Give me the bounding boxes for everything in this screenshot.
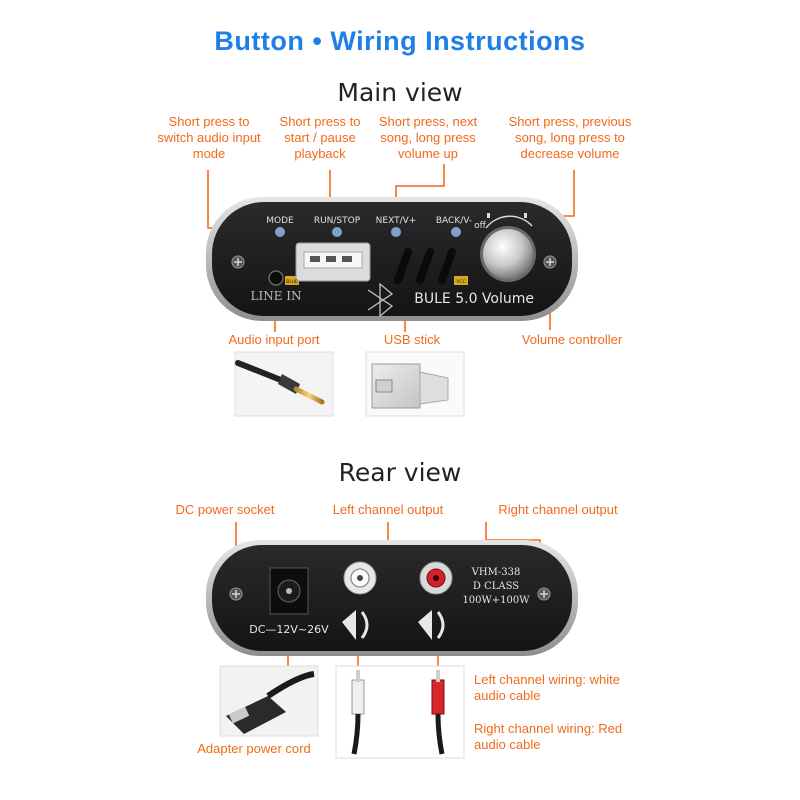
label-next: NEXT/V+ — [376, 216, 417, 226]
callout-volume: Volume controller — [521, 332, 623, 347]
callout-adapter: Adapter power cord — [197, 741, 311, 756]
back-button — [451, 227, 461, 237]
main-view-heading: Main view — [337, 78, 463, 107]
audio-cable-photo — [234, 351, 334, 417]
vcc-tag — [454, 276, 468, 285]
vent-slots — [394, 248, 456, 284]
mode-button — [275, 227, 285, 237]
callout-next: Short press, next song, long press volum… — [378, 114, 478, 161]
label-run-stop: RUN/STOP — [314, 216, 361, 226]
callout-back: Short press, previous song, long press t… — [508, 114, 632, 161]
label-back: BACK/V- — [436, 216, 472, 226]
label-off: off — [474, 221, 487, 231]
blue-tag — [285, 276, 299, 285]
run-stop-button — [332, 227, 342, 237]
callout-usb: USB stick — [383, 332, 441, 347]
speaker-icon — [418, 610, 445, 640]
label-power: 100W+100W — [462, 595, 530, 606]
label-brand: BULE 5.0 Volume — [414, 291, 534, 307]
label-line-in: LINE IN — [250, 289, 301, 303]
callout-dc-socket: DC power socket — [175, 502, 275, 517]
label-class: D CLASS — [473, 581, 519, 592]
callout-left-out: Left channel output — [332, 502, 444, 517]
callout-audio-input: Audio input port — [228, 332, 320, 347]
callout-right-wiring: Right channel wiring: Red audio cable — [474, 721, 623, 752]
page-title: Button • Wiring Instructions — [214, 26, 586, 56]
rear-device — [206, 540, 578, 656]
speaker-icon — [342, 610, 369, 640]
label-vcc-tag: VCC — [456, 279, 465, 285]
adapter-cord-photo — [219, 665, 319, 737]
callout-right-out: Right channel output — [498, 502, 618, 517]
line-in-jack — [268, 270, 284, 286]
bluetooth-icon — [367, 282, 394, 318]
usb-stick-photo — [365, 351, 465, 417]
label-mode: MODE — [266, 216, 294, 226]
callout-run-stop: Short press to start / pause playback — [279, 114, 361, 161]
rca-cables-photo — [335, 665, 465, 759]
main-device — [206, 197, 578, 321]
label-blue-tag: BLUE — [286, 279, 298, 285]
next-button — [391, 227, 401, 237]
label-dc-range: DC—12V~26V — [249, 623, 329, 636]
callout-left-wiring: Left channel wiring: white audio cable — [474, 672, 620, 703]
label-model: VHM-338 — [471, 567, 521, 578]
callout-mode: Short press to switch audio input mode — [157, 114, 261, 161]
rear-view-heading: Rear view — [338, 458, 462, 487]
